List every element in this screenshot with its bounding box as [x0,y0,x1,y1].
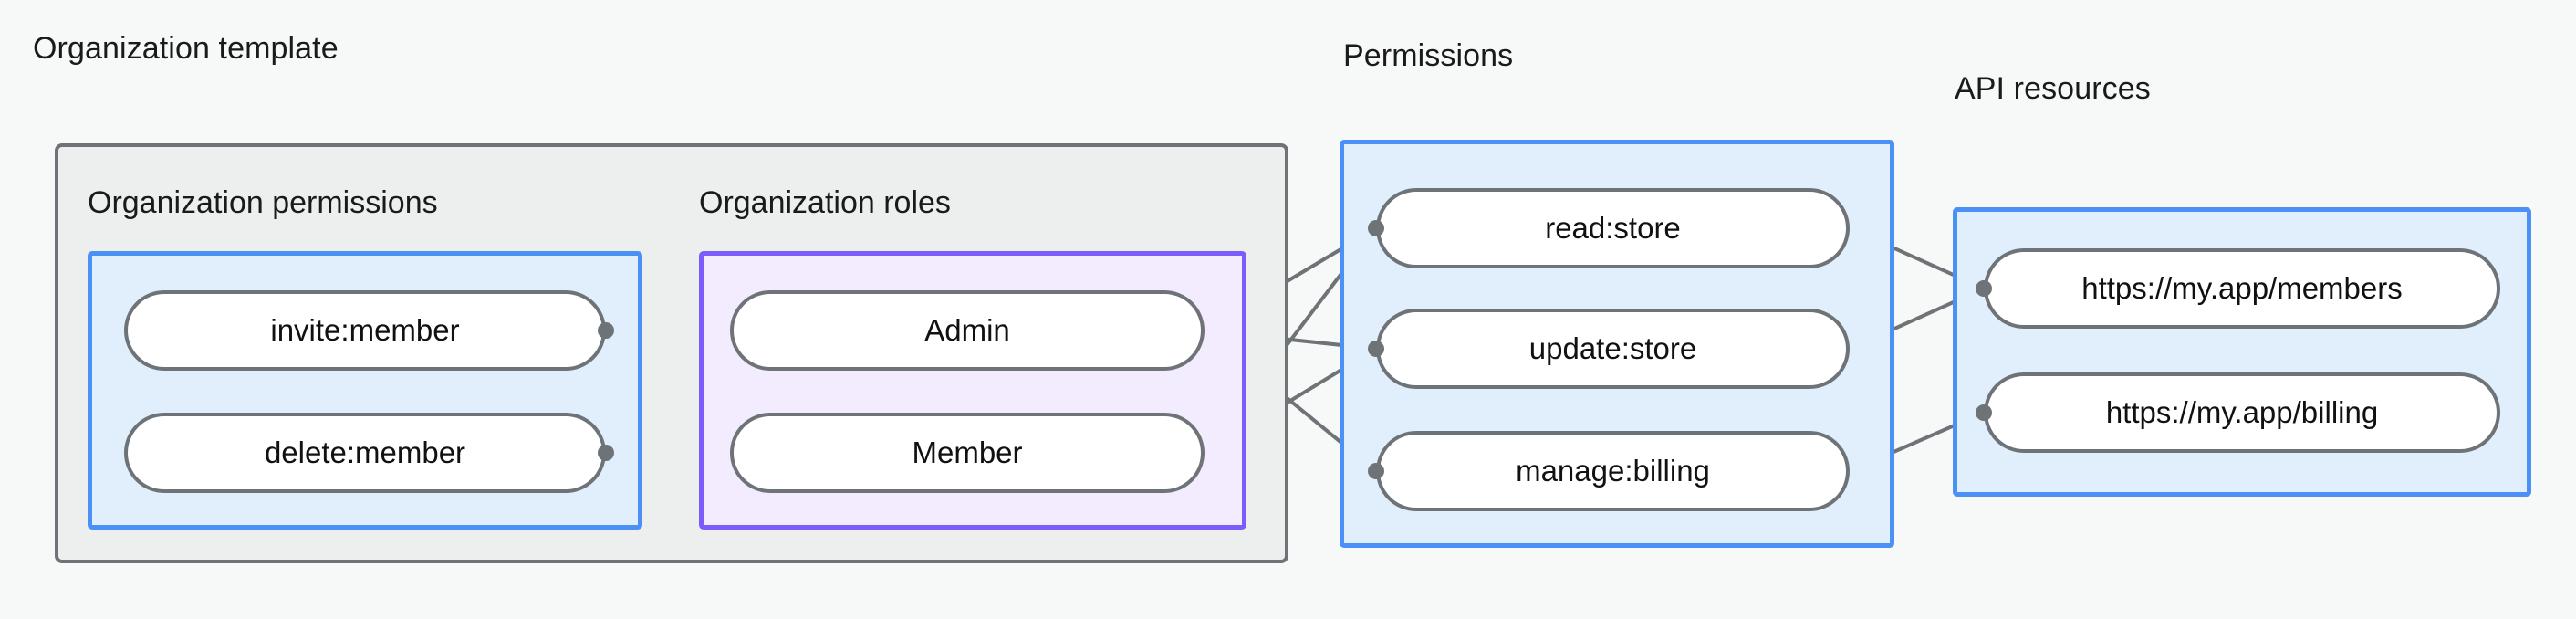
node-member-label: Member [912,435,1023,469]
port-delete-member-right [598,445,614,461]
organization-template-title: Organization template [33,31,339,66]
node-delete-member-label: delete:member [264,435,466,469]
node-members-url[interactable]: https://my.app/members [1984,248,2500,329]
node-admin-label: Admin [924,313,1010,347]
port-read-store-left [1368,220,1384,236]
node-update-store[interactable]: update:store [1376,309,1850,389]
node-delete-member[interactable]: delete:member [124,413,606,493]
node-admin[interactable]: Admin [730,290,1205,371]
organization-roles-title: Organization roles [699,185,951,220]
organization-permissions-title: Organization permissions [88,185,438,220]
permissions-title: Permissions [1343,38,1514,73]
port-members-url-left [1976,280,1992,297]
node-invite-member-label: invite:member [270,313,460,347]
node-invite-member[interactable]: invite:member [124,290,606,371]
port-update-store-left [1368,341,1384,357]
port-manage-billing-left [1368,463,1384,479]
node-member[interactable]: Member [730,413,1205,493]
node-members-url-label: https://my.app/members [2081,271,2403,305]
port-billing-url-left [1976,404,1992,421]
node-billing-url[interactable]: https://my.app/billing [1984,372,2500,453]
port-invite-member-right [598,322,614,339]
api-resources-title: API resources [1955,71,2151,106]
node-manage-billing[interactable]: manage:billing [1376,431,1850,511]
node-billing-url-label: https://my.app/billing [2105,395,2379,429]
node-update-store-label: update:store [1528,331,1697,365]
node-manage-billing-label: manage:billing [1516,454,1710,488]
node-read-store-label: read:store [1545,211,1681,245]
node-read-store[interactable]: read:store [1376,188,1850,268]
